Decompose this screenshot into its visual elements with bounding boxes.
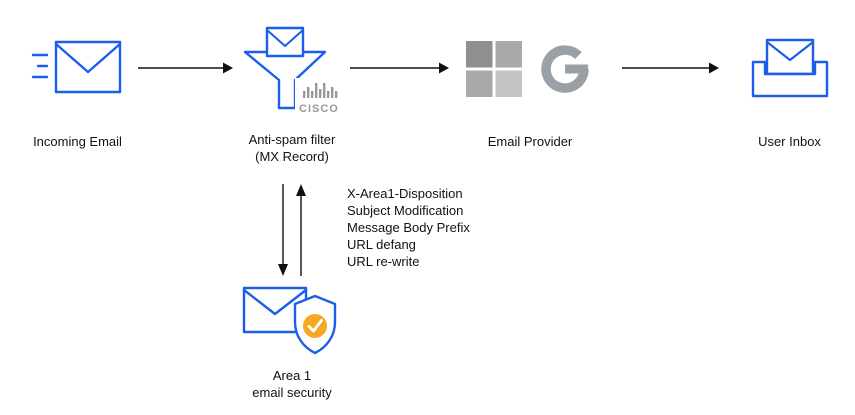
arrow-right-icon [138,62,233,74]
arrow-down-icon [278,184,288,276]
email-provider-label: Email Provider [487,134,573,149]
provider-logos [466,40,594,98]
disposition-annotations: X-Area1-Disposition Subject Modification… [347,185,470,270]
annotation-line: URL re-write [347,254,420,269]
node-anti-spam-filter: CISCO Anti-spam filter (MX Record) [212,26,372,165]
google-logo-icon [541,45,589,93]
cisco-wordmark: CISCO [299,103,339,115]
user-inbox-icon [751,38,828,98]
cisco-bars-icon [303,83,338,98]
area1-label: Area 1 email security [252,367,331,401]
inbox-tray-icon [751,60,828,98]
area1-label-line1: Area 1 [272,368,312,383]
anti-spam-filter-icon: CISCO [243,26,343,116]
microsoft-logo-icon [466,41,522,97]
node-area1-email-security: Area 1 email security [212,284,372,401]
envelope-icon [54,40,122,94]
arrow-up-icon [296,184,306,276]
annotation-line: URL defang [347,237,416,252]
anti-spam-filter-label: Anti-spam filter (MX Record) [249,131,336,165]
arrow-right-icon [350,62,449,74]
cisco-logo: CISCO [295,78,343,116]
node-incoming-email: Incoming Email [10,36,145,150]
user-inbox-label: User Inbox [758,134,821,149]
check-badge-icon [303,314,327,338]
area1-label-line2: email security [252,385,332,400]
speed-lines-icon [31,53,49,79]
annotation-line: Subject Modification [347,203,464,218]
annotation-line: Message Body Prefix [347,220,470,235]
node-user-inbox: User Inbox [722,38,855,150]
incoming-email-label: Incoming Email [33,134,122,149]
incoming-email-icon [31,40,122,94]
anti-spam-filter-label-line2: (MX Record) [255,149,329,164]
arrow-right-icon [622,62,719,74]
area1-email-security-icon [242,286,337,355]
envelope-icon [765,38,814,76]
node-email-provider: Email Provider [445,40,615,150]
envelope-icon [265,26,305,58]
vertical-arrows-icon [278,184,306,276]
annotation-line: X-Area1-Disposition [347,186,463,201]
anti-spam-filter-label-line1: Anti-spam filter [248,132,336,147]
